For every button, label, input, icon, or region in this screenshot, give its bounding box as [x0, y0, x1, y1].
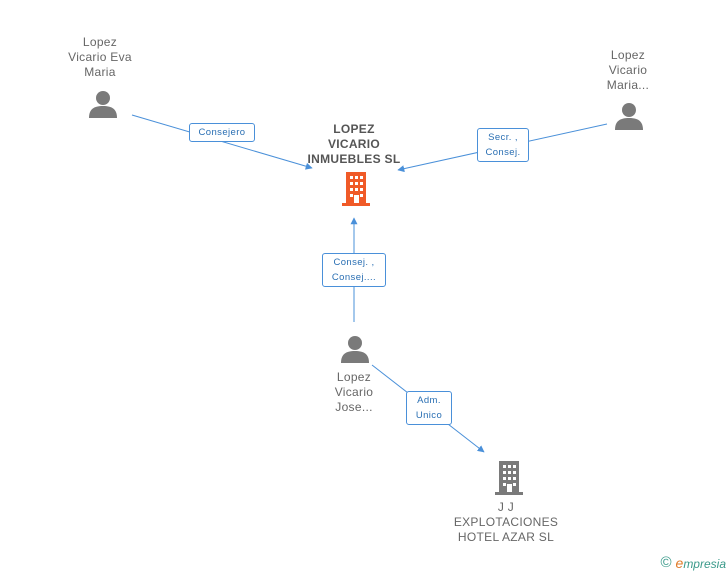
edge-label-consej-consej-line-2: Consej.... [331, 272, 377, 283]
edge-label-adm-unico[interactable]: Adm. Unico [406, 391, 452, 425]
building-icon[interactable] [493, 460, 525, 496]
person-icon[interactable] [340, 334, 370, 364]
person-eva-line-2: Vicario Eva [68, 50, 132, 64]
copyright-icon: © [660, 554, 672, 571]
company-hotel-line-3: HOTEL AZAR SL [457, 530, 555, 544]
person-jose-line-1: Lopez [336, 370, 372, 384]
edge-label-consejero[interactable]: Consejero [189, 123, 255, 142]
empresia-logo: empresia [676, 555, 726, 571]
person-maria-line-2: Vicario [608, 63, 648, 77]
person-icon[interactable] [614, 101, 644, 131]
main-company-line-2: VICARIO [327, 137, 381, 151]
person-eva-line-3: Maria [84, 65, 116, 79]
edge-label-consejero-line-1: Consejero [198, 127, 246, 138]
person-jose-line-2: Vicario [334, 385, 374, 399]
main-company-line-1: LOPEZ [333, 122, 375, 136]
person-icon[interactable] [88, 89, 118, 119]
person-maria-line-1: Lopez [610, 48, 646, 62]
edge-label-secr-consej[interactable]: Secr. , Consej. [477, 128, 529, 162]
edge-label-adm-unico-line-2: Unico [415, 410, 443, 421]
building-icon[interactable] [340, 171, 372, 207]
edge-label-consej-consej[interactable]: Consej. , Consej.... [322, 253, 386, 287]
edge-label-secr-consej-line-1: Secr. , [488, 132, 518, 143]
person-jose-label[interactable]: Lopez Vicario Jose... [314, 370, 394, 415]
main-company-line-3: INMUEBLES SL [307, 152, 401, 166]
company-hotel-label[interactable]: J J EXPLOTACIONES HOTEL AZAR SL [446, 500, 566, 545]
edge-label-consej-consej-line-1: Consej. , [333, 257, 375, 268]
company-hotel-line-2: EXPLOTACIONES [453, 515, 559, 529]
person-maria-line-3: Maria... [606, 78, 650, 92]
person-jose-line-3: Jose... [335, 400, 373, 414]
person-maria-label[interactable]: Lopez Vicario Maria... [588, 48, 668, 93]
person-eva-line-1: Lopez [82, 35, 118, 49]
edge-label-secr-consej-line-2: Consej. [485, 147, 521, 158]
empresia-logo-rest: mpresia [683, 556, 726, 571]
company-hotel-line-1: J J [497, 500, 515, 514]
empresia-logo-e: e [675, 554, 684, 571]
person-eva-label[interactable]: Lopez Vicario Eva Maria [52, 35, 148, 80]
empresia-watermark: © empresia [660, 554, 726, 571]
main-company-label[interactable]: LOPEZ VICARIO INMUEBLES SL [294, 122, 414, 167]
edge-label-adm-unico-line-1: Adm. [417, 395, 441, 406]
